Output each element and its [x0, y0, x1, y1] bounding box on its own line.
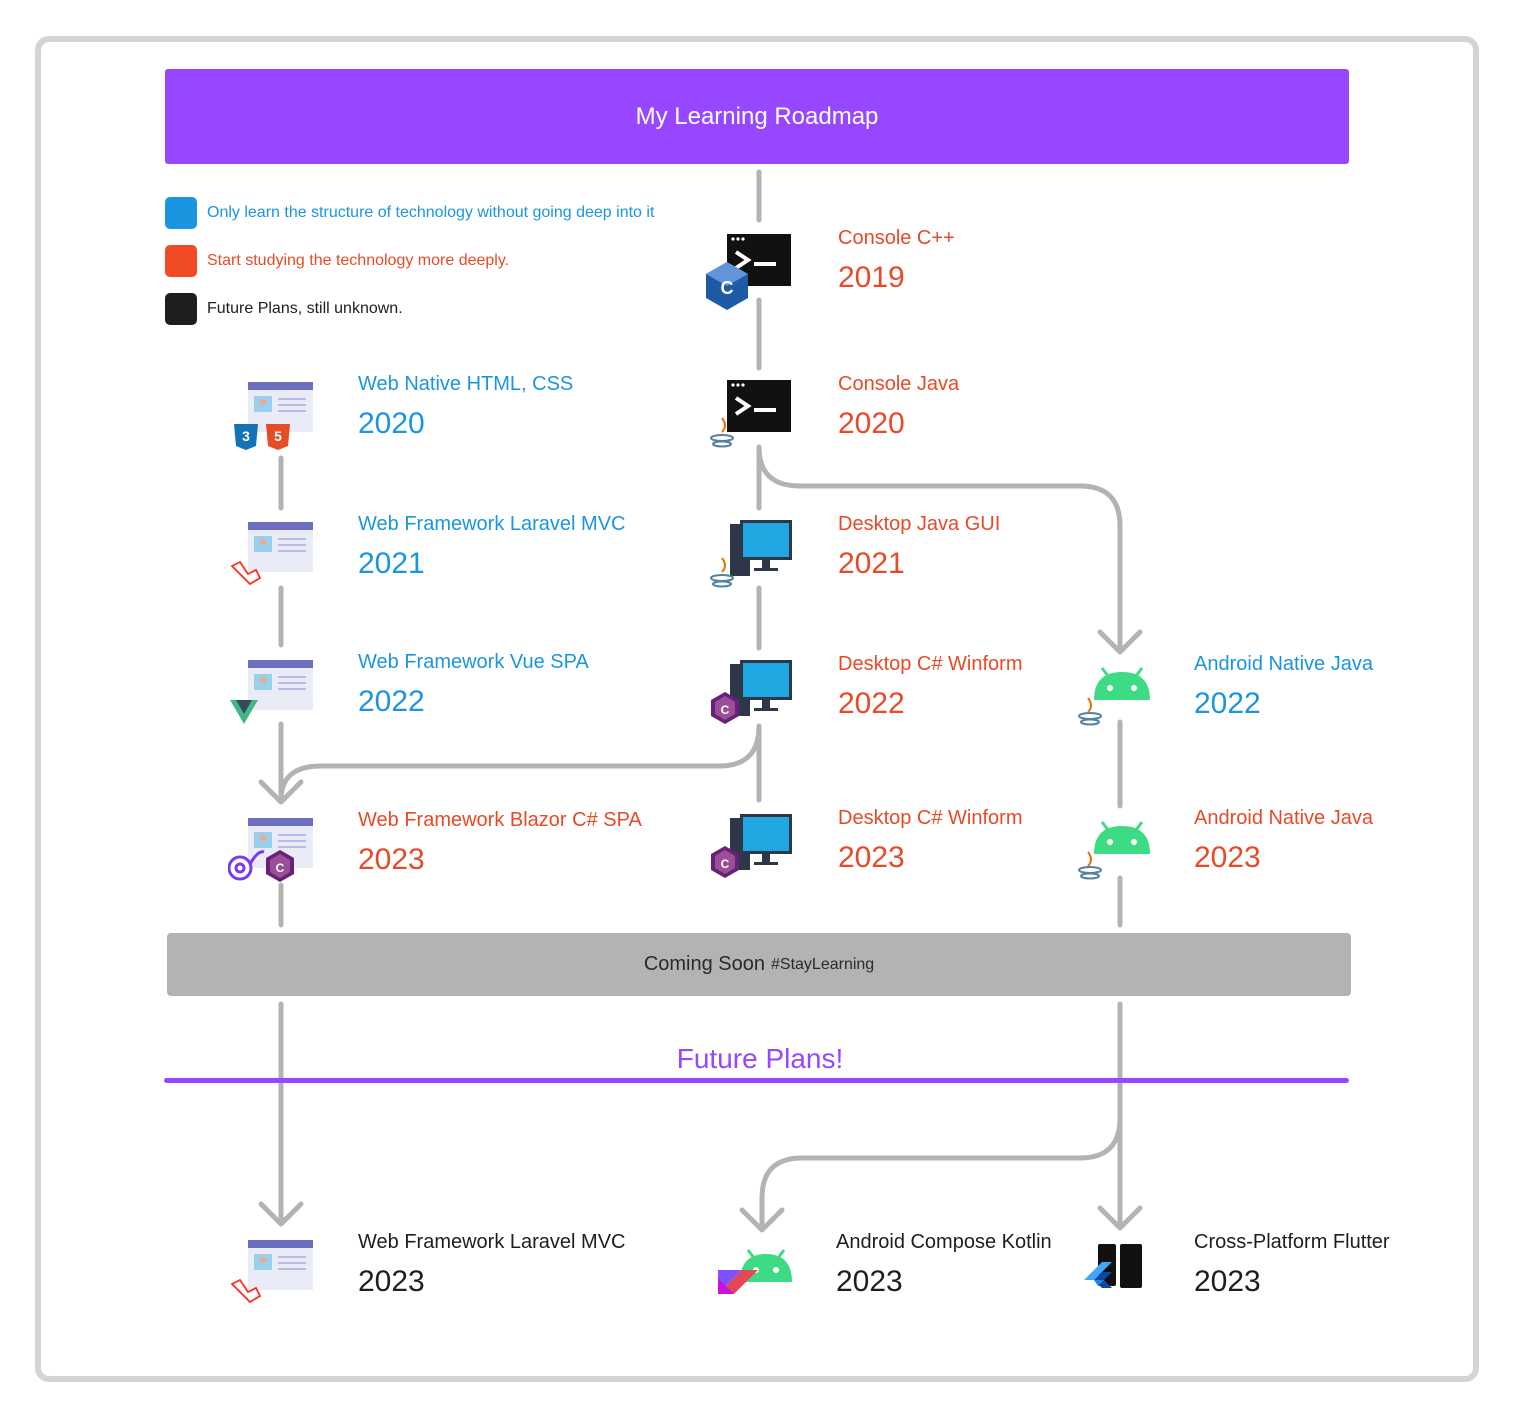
- node-year: 2023: [836, 1265, 903, 1298]
- node-title: Cross-Platform Flutter: [1194, 1231, 1390, 1253]
- legend-swatch-blue: [165, 197, 197, 229]
- connector: [756, 444, 1123, 653]
- diagram-frame: [35, 36, 1479, 1382]
- connector: [278, 723, 762, 803]
- android-kotlin-icon: [718, 1249, 792, 1294]
- node-year: 2020: [838, 407, 905, 440]
- node-year: 2021: [838, 547, 905, 580]
- legend-swatch-red: [165, 245, 197, 277]
- node-year: 2023: [358, 1265, 425, 1298]
- arrow-head: [1097, 1205, 1143, 1231]
- node-year: 2023: [838, 841, 905, 874]
- node-title: Android Compose Kotlin: [836, 1231, 1052, 1253]
- node-year: 2021: [358, 547, 425, 580]
- node-title: Web Native HTML, CSS: [358, 373, 574, 395]
- arrow-head: [1097, 629, 1143, 655]
- svg-text:C: C: [276, 861, 285, 875]
- svg-text:C: C: [721, 857, 730, 871]
- node-year: 2022: [358, 685, 425, 718]
- coming-soon-hashtag: #StayLearning: [771, 955, 875, 973]
- page-title: My Learning Roadmap: [165, 69, 1349, 164]
- console-cpp-icon: C: [706, 234, 791, 310]
- desktop-java-icon: [710, 520, 792, 588]
- node-year: 2020: [358, 407, 425, 440]
- node-title: Android Native Java: [1194, 653, 1373, 675]
- coming-soon-label: Coming Soon: [643, 953, 765, 975]
- svg-text:C: C: [721, 278, 734, 298]
- desktop-csharp-icon: C: [711, 660, 792, 724]
- future-plans-title: Future Plans!: [676, 1043, 844, 1074]
- node-title: Desktop C# Winform: [838, 653, 1023, 675]
- node-title: Web Framework Laravel MVC: [358, 513, 626, 535]
- web-html-css-icon: 3 5: [234, 382, 313, 450]
- flutter-icon: [1084, 1244, 1142, 1288]
- android-java-icon: [1078, 667, 1150, 726]
- node-year: 2022: [1194, 687, 1261, 720]
- arrow-head: [739, 1207, 785, 1233]
- legend-item-future: Future Plans, still unknown.: [165, 293, 403, 325]
- coming-soon-bar: Coming Soon #StayLearning: [167, 933, 1351, 996]
- svg-text:5: 5: [274, 428, 282, 444]
- web-laravel-icon: [230, 522, 313, 586]
- node-title: Android Native Java: [1194, 807, 1373, 829]
- legend-label: Start studying the technology more deepl…: [207, 252, 510, 269]
- connector: [759, 1115, 1123, 1231]
- android-java-icon: [1078, 821, 1150, 880]
- node-year: 2023: [358, 843, 425, 876]
- legend-item-deep: Start studying the technology more deepl…: [165, 245, 509, 277]
- web-blazor-icon: C: [228, 818, 313, 882]
- node-title: Console C++: [838, 227, 955, 249]
- node-title: Web Framework Vue SPA: [358, 651, 589, 673]
- node-title: Console Java: [838, 373, 960, 395]
- future-divider: [164, 1078, 1349, 1083]
- arrow-head: [258, 1201, 304, 1227]
- legend-label: Future Plans, still unknown.: [207, 300, 403, 317]
- node-year: 2019: [838, 261, 905, 294]
- node-title: Web Framework Blazor C# SPA: [358, 809, 642, 831]
- svg-text:3: 3: [242, 428, 250, 444]
- arrow-head: [258, 779, 304, 805]
- desktop-csharp-icon: C: [711, 814, 792, 878]
- web-vue-icon: [230, 660, 313, 724]
- node-title: Desktop Java GUI: [838, 513, 1001, 535]
- svg-text:C: C: [721, 703, 730, 717]
- node-year: 2023: [1194, 841, 1261, 874]
- web-laravel-icon: [230, 1240, 313, 1304]
- legend-swatch-black: [165, 293, 197, 325]
- node-title: Web Framework Laravel MVC: [358, 1231, 626, 1253]
- node-year: 2022: [838, 687, 905, 720]
- node-title: Desktop C# Winform: [838, 807, 1023, 829]
- console-java-icon: [710, 380, 791, 448]
- node-year: 2023: [1194, 1265, 1261, 1298]
- legend-label: Only learn the structure of technology w…: [207, 204, 655, 221]
- legend-item-shallow: Only learn the structure of technology w…: [165, 197, 654, 229]
